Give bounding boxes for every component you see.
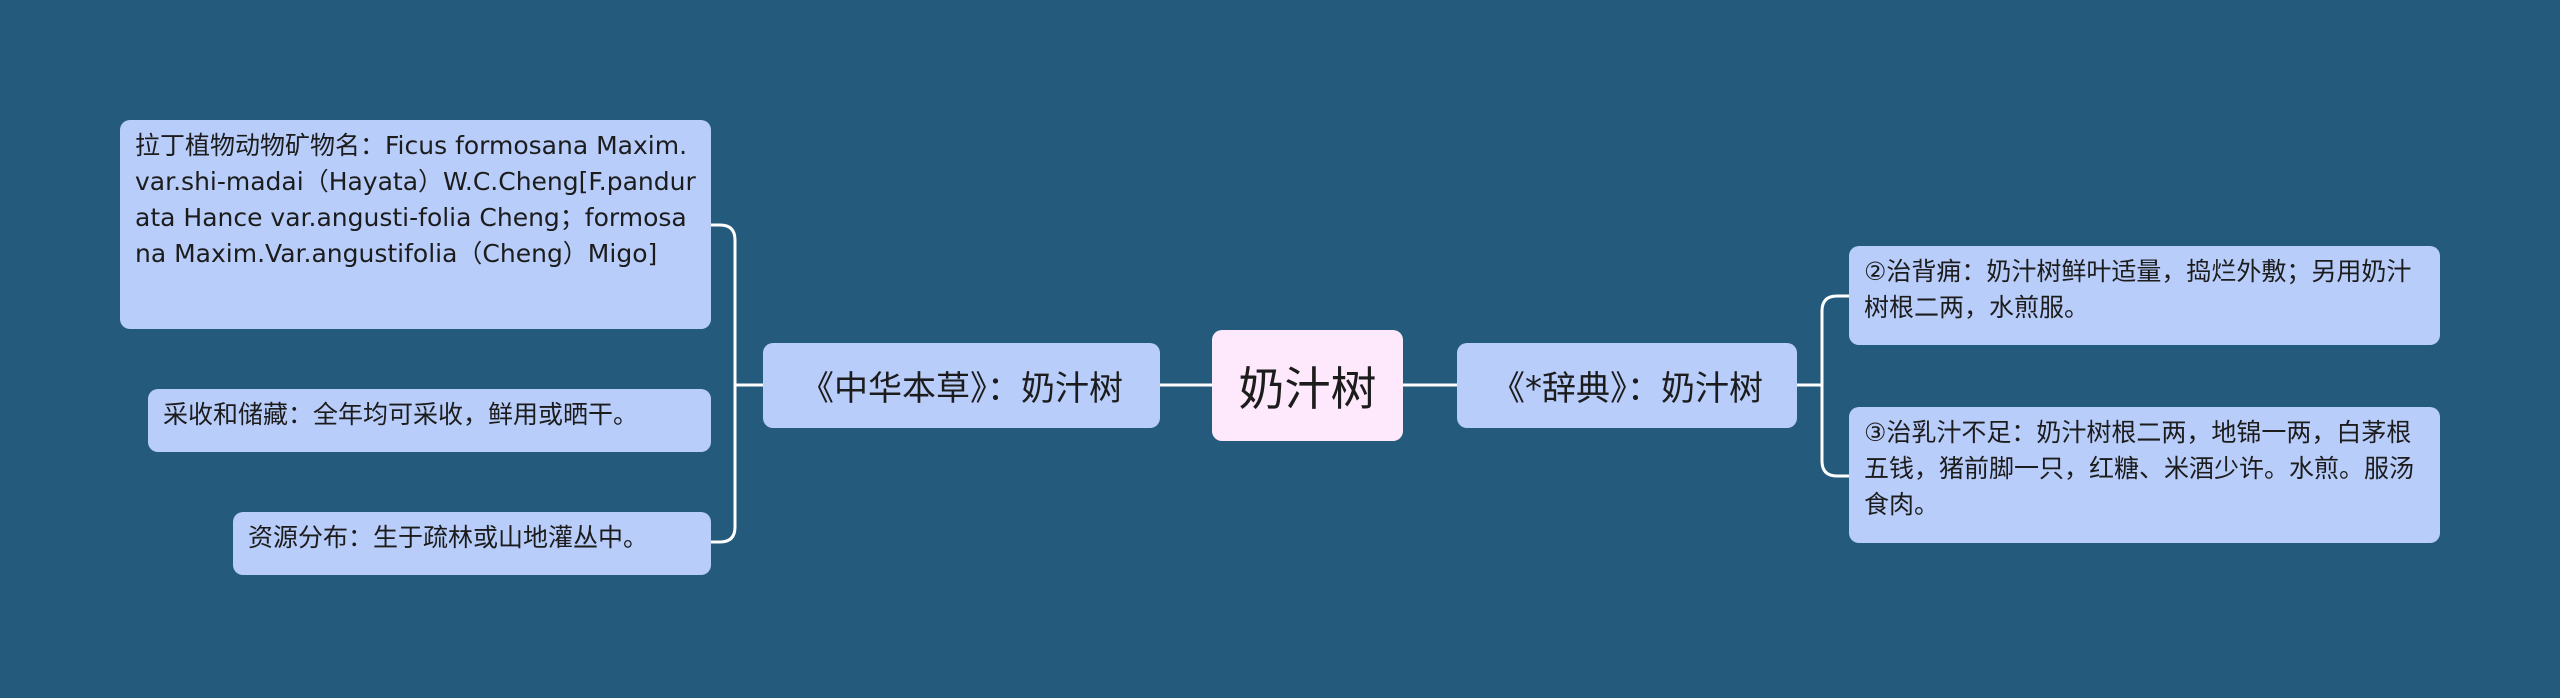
- leaf-node-latin-name[interactable]: 拉丁植物动物矿物名：Ficus formosana Maxim.var.shi-…: [120, 120, 711, 329]
- leaf-text-harvest-storage: 采收和储藏：全年均可采收，鲜用或晒干。: [163, 400, 639, 429]
- connector-left-leaf-1: [709, 223, 737, 387]
- leaf-text-latin-name: 拉丁植物动物矿物名：Ficus formosana Maxim.var.shi-…: [135, 131, 696, 268]
- connector-left-leaf-3: [709, 383, 737, 544]
- branch-node-zhonghua-bencao[interactable]: 《中华本草》：奶汁树: [763, 343, 1160, 428]
- branch-label-cidian: 《*辞典》：奶汁树: [1491, 369, 1763, 409]
- leaf-text-distribution: 资源分布：生于疏林或山地灌丛中。: [248, 523, 649, 552]
- branch-node-cidian[interactable]: 《*辞典》：奶汁树: [1457, 343, 1797, 428]
- leaf-text-back-carbuncle: ②治背痈：奶汁树鲜叶适量，捣烂外敷；另用奶汁树根二两，水煎服。: [1864, 257, 2412, 322]
- connector-right-leaf-1: [1820, 294, 1851, 387]
- leaf-node-harvest-storage[interactable]: 采收和储藏：全年均可采收，鲜用或晒干。: [148, 389, 711, 452]
- leaf-text-lactation: ③治乳汁不足：奶汁树根二两，地锦一两，白茅根五钱，猪前脚一只，红糖、米酒少许。水…: [1864, 418, 2415, 519]
- leaf-node-distribution[interactable]: 资源分布：生于疏林或山地灌丛中。: [233, 512, 711, 575]
- root-node[interactable]: 奶汁树: [1212, 330, 1403, 441]
- leaf-node-back-carbuncle[interactable]: ②治背痈：奶汁树鲜叶适量，捣烂外敷；另用奶汁树根二两，水煎服。: [1849, 246, 2440, 345]
- branch-label-zhonghua-bencao: 《中华本草》：奶汁树: [800, 369, 1123, 409]
- connector-right-leaf-2: [1820, 383, 1851, 478]
- root-label: 奶汁树: [1238, 361, 1377, 416]
- leaf-node-lactation[interactable]: ③治乳汁不足：奶汁树根二两，地锦一两，白茅根五钱，猪前脚一只，红糖、米酒少许。水…: [1849, 407, 2440, 543]
